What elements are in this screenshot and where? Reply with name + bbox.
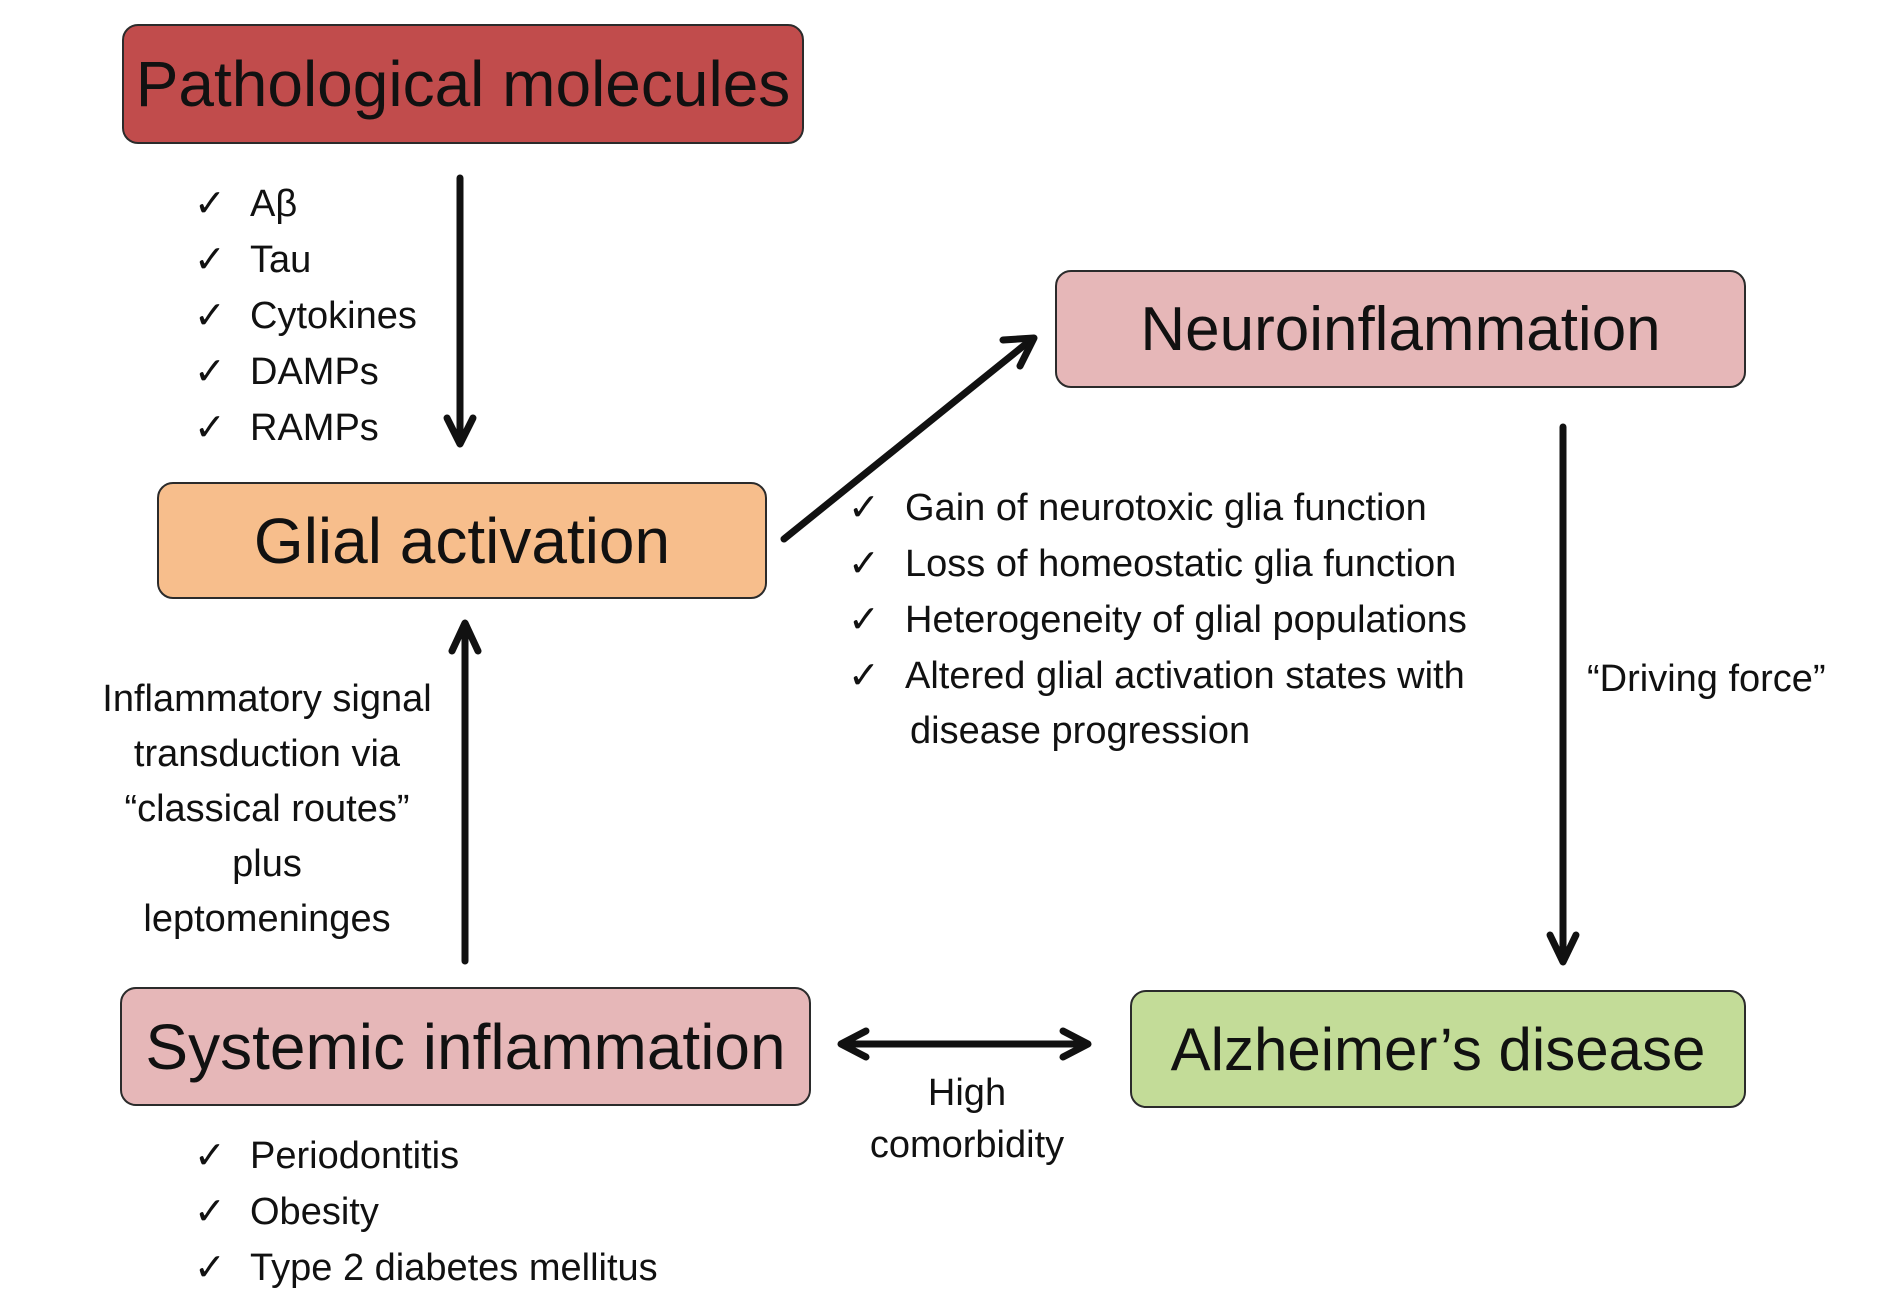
check-icon: ✓ xyxy=(194,237,226,281)
node-systemic-inflammation-label: Systemic inflammation xyxy=(145,1010,786,1083)
node-neuroinflammation: Neuroinflammation xyxy=(1055,270,1746,388)
list-item: ✓Obesity xyxy=(194,1184,658,1240)
arrow-systemic-alzheimer-bidirectional xyxy=(837,1027,1092,1061)
comorbidity-label: High comorbidity xyxy=(869,1072,1065,1166)
list-item: ✓Tau xyxy=(194,232,417,288)
arrow-pathological-to-glial xyxy=(443,174,477,448)
check-icon: ✓ xyxy=(194,1133,226,1177)
list-item: ✓Periodontitis xyxy=(194,1128,658,1184)
check-icon: ✓ xyxy=(194,181,226,225)
list-item: ✓Heterogeneity of glial populations xyxy=(848,592,1467,648)
list-item: ✓DAMPs xyxy=(194,344,417,400)
list-item: ✓Cytokines xyxy=(194,288,417,344)
list-item: disease progression xyxy=(848,704,1467,759)
systemic-items-list: ✓Periodontitis ✓Obesity ✓Type 2 diabetes… xyxy=(194,1128,658,1296)
pathological-items-list: ✓Aβ ✓Tau ✓Cytokines ✓DAMPs ✓RAMPs xyxy=(194,176,417,456)
list-item: ✓RAMPs xyxy=(194,400,417,456)
driving-force-label: “Driving force” xyxy=(1587,658,1826,700)
list-item: ✓Gain of neurotoxic glia function xyxy=(848,480,1467,536)
node-pathological-molecules: Pathological molecules xyxy=(122,24,804,144)
check-icon: ✓ xyxy=(194,405,226,449)
check-icon: ✓ xyxy=(194,1189,226,1233)
node-alzheimers-disease: Alzheimer’s disease xyxy=(1130,990,1746,1108)
check-icon: ✓ xyxy=(194,349,226,393)
node-pathological-molecules-label: Pathological molecules xyxy=(135,48,791,120)
node-systemic-inflammation: Systemic inflammation xyxy=(120,987,811,1106)
check-icon: ✓ xyxy=(848,485,880,529)
glial-features-list: ✓Gain of neurotoxic glia function ✓Loss … xyxy=(848,480,1467,759)
list-item: ✓Altered glial activation states with xyxy=(848,648,1467,704)
arrow-glial-to-neuroinflammation xyxy=(780,334,1038,543)
arrow-systemic-to-glial xyxy=(448,619,482,965)
check-icon: ✓ xyxy=(194,1245,226,1289)
check-icon: ✓ xyxy=(848,597,880,641)
check-icon: ✓ xyxy=(194,293,226,337)
node-alzheimers-disease-label: Alzheimer’s disease xyxy=(1170,1015,1706,1083)
signal-transduction-label: Inflammatory signal transduction via “cl… xyxy=(102,678,432,940)
node-glial-activation: Glial activation xyxy=(157,482,767,599)
check-icon: ✓ xyxy=(848,653,880,697)
arrow-neuroinflammation-to-alzheimer xyxy=(1546,423,1580,966)
check-icon: ✓ xyxy=(848,541,880,585)
list-item: ✓Type 2 diabetes mellitus xyxy=(194,1240,658,1296)
glial-features-continuation: disease progression xyxy=(910,710,1251,752)
node-glial-activation-label: Glial activation xyxy=(253,504,671,577)
list-item: ✓Aβ xyxy=(194,176,417,232)
list-item: ✓Loss of homeostatic glia function xyxy=(848,536,1467,592)
node-neuroinflammation-label: Neuroinflammation xyxy=(1140,294,1661,364)
